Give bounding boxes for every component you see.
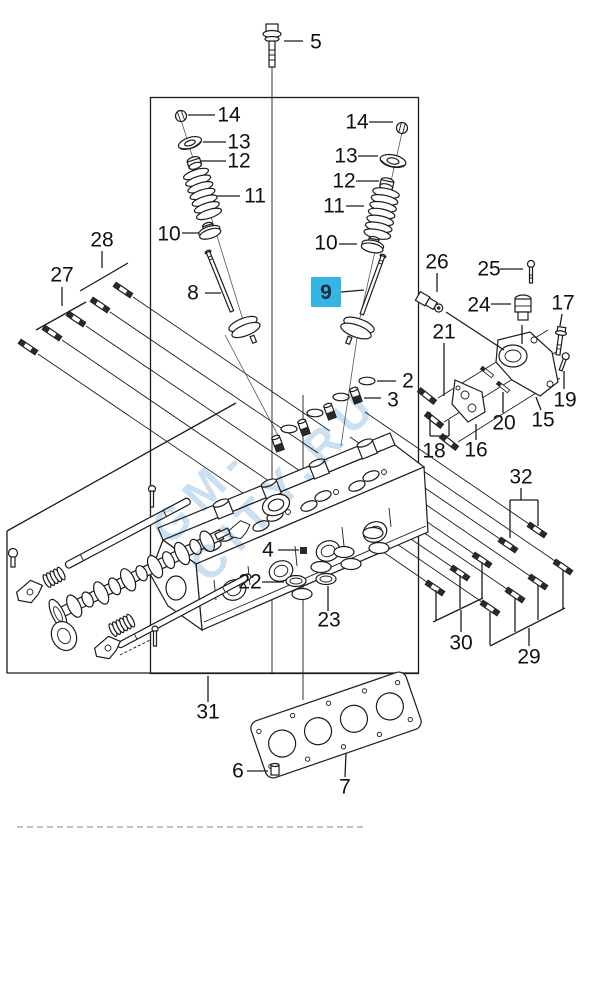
valve-guides-orings: [271, 376, 376, 453]
valve-stack-right: [340, 121, 409, 346]
part-callout-8[interactable]: 8: [187, 281, 199, 305]
part-callout-21[interactable]: 21: [432, 320, 456, 344]
part-callout-17[interactable]: 17: [551, 291, 575, 315]
thermostat-housing-cluster: [414, 259, 570, 423]
part-callout-29[interactable]: 29: [517, 645, 541, 669]
part-callout-11-right[interactable]: 11: [323, 194, 345, 218]
head-gasket-drawing: [250, 671, 422, 779]
part-callout-28[interactable]: 28: [90, 228, 114, 252]
valve-stack-left: [174, 109, 261, 345]
part-callout-22[interactable]: 22: [238, 570, 262, 594]
part-callout-13-right[interactable]: 13: [334, 144, 358, 168]
reference-lines: [271, 58, 304, 700]
dowel-pin-drawing: [270, 762, 280, 776]
part-callout-16[interactable]: 16: [464, 438, 488, 462]
part-callout-30[interactable]: 30: [449, 631, 473, 655]
part-callout-3[interactable]: 3: [387, 388, 399, 412]
valve-spring-left: [182, 167, 223, 221]
part-callout-12-right[interactable]: 12: [332, 169, 356, 193]
part-callout-9[interactable]: 9: [311, 277, 341, 307]
part-callout-14-left[interactable]: 14: [217, 103, 241, 127]
part-callout-12-left[interactable]: 12: [227, 149, 251, 173]
camshaft-assembly-drawing: [7, 484, 252, 660]
part-callout-23[interactable]: 23: [317, 608, 341, 632]
part-callout-11-left[interactable]: 11: [244, 184, 266, 208]
part-callout-20[interactable]: 20: [492, 411, 516, 435]
part-callout-24[interactable]: 24: [467, 293, 491, 317]
part-callout-25[interactable]: 25: [477, 257, 501, 281]
valve-8-drawing: [204, 249, 261, 345]
part-callout-32[interactable]: 32: [509, 465, 533, 489]
part-callout-14-right[interactable]: 14: [345, 110, 369, 134]
mounting-studs: [17, 281, 574, 617]
dowel-position-marker: [300, 547, 307, 554]
cylinder-head-drawing: [149, 432, 429, 632]
part-callout-13-left[interactable]: 13: [227, 130, 251, 154]
part-callout-2[interactable]: 2: [402, 369, 414, 393]
part-callout-10-right[interactable]: 10: [314, 231, 338, 255]
oil-seal-caps: [285, 526, 390, 601]
part-callout-31[interactable]: 31: [196, 700, 220, 724]
part-callout-18[interactable]: 18: [422, 439, 446, 463]
part-callout-19[interactable]: 19: [553, 388, 577, 412]
part-callout-10-left[interactable]: 10: [157, 222, 181, 246]
part-callout-7[interactable]: 7: [339, 775, 351, 799]
part-callout-5[interactable]: 5: [310, 30, 322, 54]
head-bolt-drawing: [262, 23, 282, 68]
valve-9-drawing: [340, 253, 387, 346]
group-boxes: [6, 96, 420, 675]
part-callout-6[interactable]: 6: [232, 759, 244, 783]
part-callout-27[interactable]: 27: [50, 263, 74, 287]
part-callout-15[interactable]: 15: [531, 408, 555, 432]
part-callout-4[interactable]: 4: [262, 538, 274, 562]
part-callout-26[interactable]: 26: [425, 250, 449, 274]
valve-spring-right: [363, 187, 400, 240]
leader-lines: [35, 40, 566, 778]
